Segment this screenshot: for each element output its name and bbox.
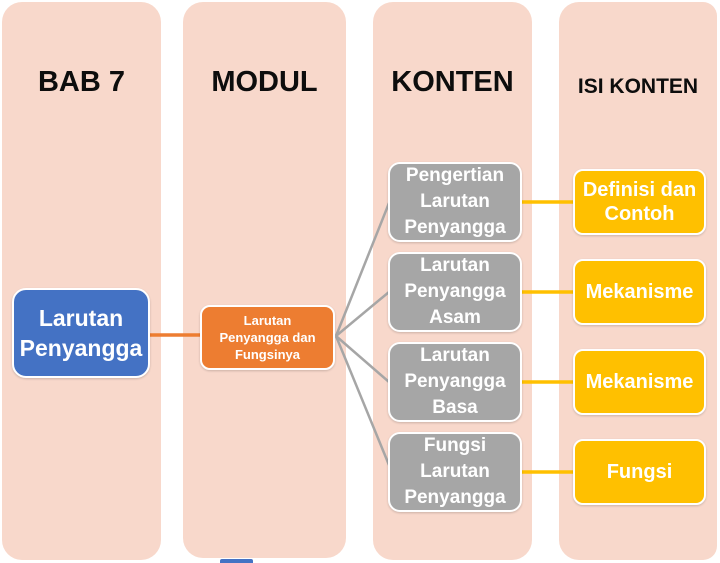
node-label: Larutan Penyangga Basa — [404, 345, 506, 418]
node-label: Mekanisme — [585, 281, 694, 303]
node-label: Pengertian Larutan Penyangga — [404, 165, 506, 238]
column-bab7 — [2, 2, 161, 560]
edge-modul-konten-1 — [334, 202, 391, 337]
edge-modul-konten-4 — [334, 335, 391, 466]
node-label: Definisi dan Contoh — [582, 179, 697, 225]
node-fungsi-larutan-penyangga: Fungsi Larutan Penyangga — [388, 432, 522, 512]
node-definisi-dan-contoh: Definisi dan Contoh — [573, 169, 706, 235]
clipped-blue-shape — [220, 559, 253, 563]
node-fungsi: Fungsi — [573, 439, 706, 505]
node-label: Fungsi — [606, 461, 673, 483]
column-modul — [183, 2, 346, 558]
node-label: Mekanisme — [585, 371, 694, 393]
column-header-konten: KONTEN — [391, 66, 514, 98]
node-pengertian-larutan-penyangga: Pengertian Larutan Penyangga — [388, 162, 522, 242]
node-larutan-penyangga: Larutan Penyangga — [12, 288, 150, 378]
node-larutan-penyangga-basa: Larutan Penyangga Basa — [388, 342, 522, 422]
node-mekanisme-basa: Mekanisme — [573, 349, 706, 415]
node-label: Larutan Penyangga dan Fungsinya — [219, 313, 316, 362]
node-larutan-penyangga-dan-fungsinya: Larutan Penyangga dan Fungsinya — [200, 305, 335, 370]
column-header-bab7: BAB 7 — [37, 66, 125, 98]
node-mekanisme-asam: Mekanisme — [573, 259, 706, 325]
column-header-isi-konten: ISI KONTEN — [577, 75, 699, 98]
column-header-modul: MODUL — [211, 66, 318, 98]
node-larutan-penyangga-asam: Larutan Penyangga Asam — [388, 252, 522, 332]
node-label: Fungsi Larutan Penyangga — [404, 435, 506, 508]
edge-modul-konten-3 — [335, 335, 390, 383]
edge-modul-konten-2 — [335, 291, 390, 337]
node-label: Larutan Penyangga — [19, 305, 143, 361]
node-label: Larutan Penyangga Asam — [404, 255, 506, 328]
